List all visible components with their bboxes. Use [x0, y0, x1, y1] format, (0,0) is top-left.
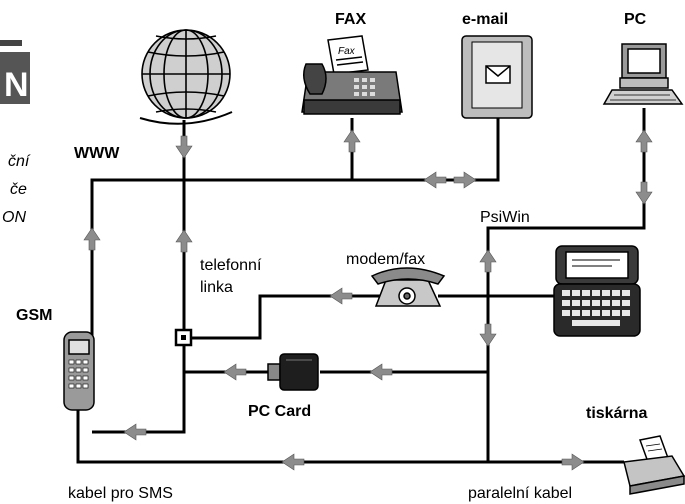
telephone-icon	[370, 267, 446, 307]
arrow-up	[175, 229, 193, 253]
label-telefonni: telefonní	[200, 257, 262, 274]
label-fax: FAX	[335, 11, 366, 28]
label-tiskarna: tiskárna	[586, 405, 647, 422]
label-www: WWW	[74, 145, 120, 162]
fragment-line2: če	[10, 181, 27, 198]
label-pc-card: PC Card	[248, 403, 311, 420]
arrow-up	[635, 129, 653, 153]
line-junction-gsm	[92, 372, 186, 434]
printer-icon	[623, 435, 685, 495]
arrow-left	[423, 171, 447, 189]
labels: FAX e-mail PC WWW PsiWin telefonní linka…	[16, 11, 647, 502]
arrow-down	[635, 181, 653, 205]
fragment-line1: ční	[8, 153, 31, 170]
arrow-up	[479, 249, 497, 273]
label-kabel-sms: kabel pro SMS	[68, 485, 173, 502]
flow-arrows	[83, 129, 653, 471]
gsm-phone-icon	[63, 331, 95, 411]
label-linka: linka	[200, 279, 233, 296]
globe-icon	[139, 29, 233, 125]
label-psiwin: PsiWin	[480, 209, 530, 226]
email-envelope-icon	[461, 35, 533, 119]
arrow-left	[329, 287, 353, 305]
arrow-right	[561, 453, 585, 471]
left-edge-fragment: N ční če ON	[0, 40, 31, 226]
arrow-up	[343, 129, 361, 153]
label-gsm: GSM	[16, 307, 52, 324]
arrow-left	[281, 453, 305, 471]
arrow-down	[175, 135, 193, 159]
psion-organizer-icon	[553, 245, 641, 337]
label-pc: PC	[624, 11, 647, 28]
label-modem-fax: modem/fax	[346, 251, 425, 268]
badge-letter: N	[4, 66, 29, 104]
arrow-left	[369, 363, 393, 381]
line-modem-junction	[190, 294, 380, 340]
line-top-bus	[90, 115, 500, 390]
arrow-left	[223, 363, 247, 381]
pc-icon	[602, 43, 684, 105]
arrow-down	[479, 323, 497, 347]
arrow-left	[123, 423, 147, 441]
arrow-right	[453, 171, 477, 189]
label-paralelni-kabel: paralelní kabel	[468, 485, 572, 502]
fax-paper-text: Fax	[338, 46, 356, 57]
arrow-up	[83, 227, 101, 251]
line-gsm-bottom	[76, 410, 624, 464]
fragment-line3: ON	[2, 209, 26, 226]
connector-junction-icon	[174, 328, 193, 347]
fax-machine-icon: Fax	[301, 35, 403, 115]
label-email: e-mail	[462, 11, 508, 28]
pc-card-icon	[267, 353, 319, 391]
